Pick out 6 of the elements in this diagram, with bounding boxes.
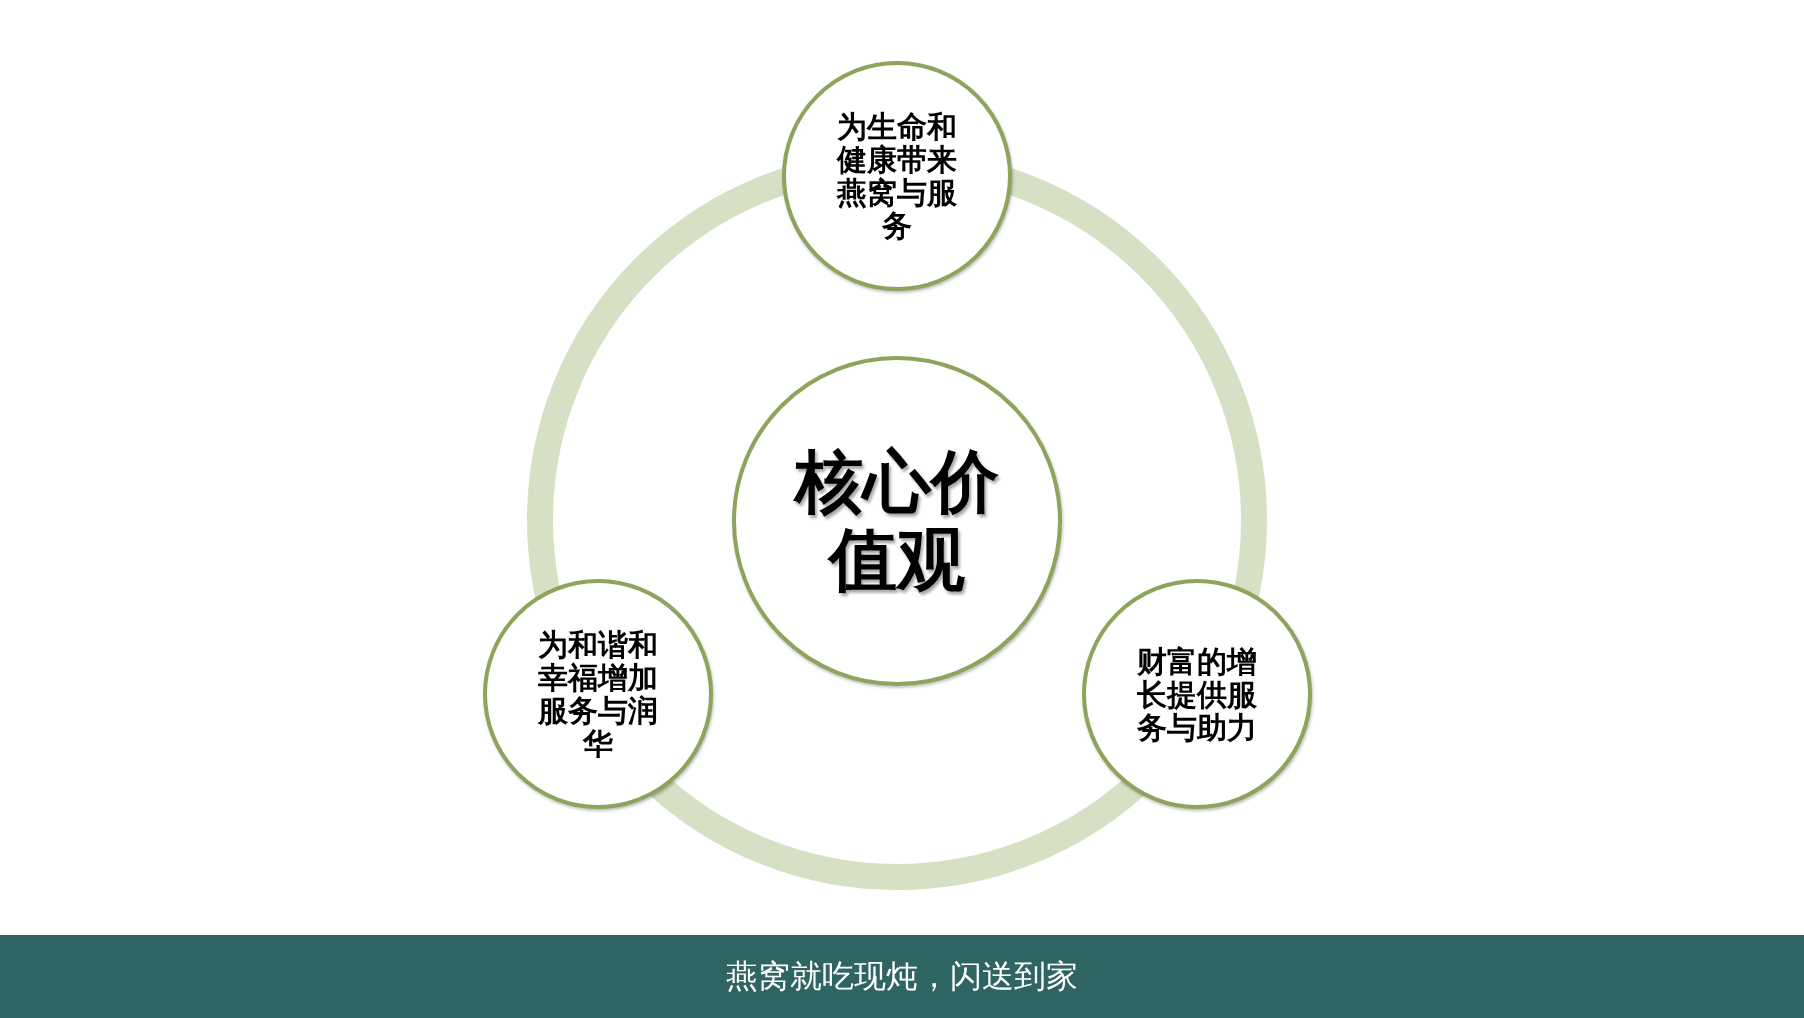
value-text: 为和谐和幸福增加服务与润华 (536, 628, 659, 760)
value-text: 为生命和健康带来燕窝与服务 (835, 110, 958, 242)
value-text: 核心价值观 (793, 442, 1000, 600)
footer-band (0, 935, 1804, 1018)
slogan-text: 燕窝就吃现炖，闪送到家 (726, 958, 1078, 995)
value-text: 财富的增长提供服务与助力 (1136, 644, 1258, 744)
